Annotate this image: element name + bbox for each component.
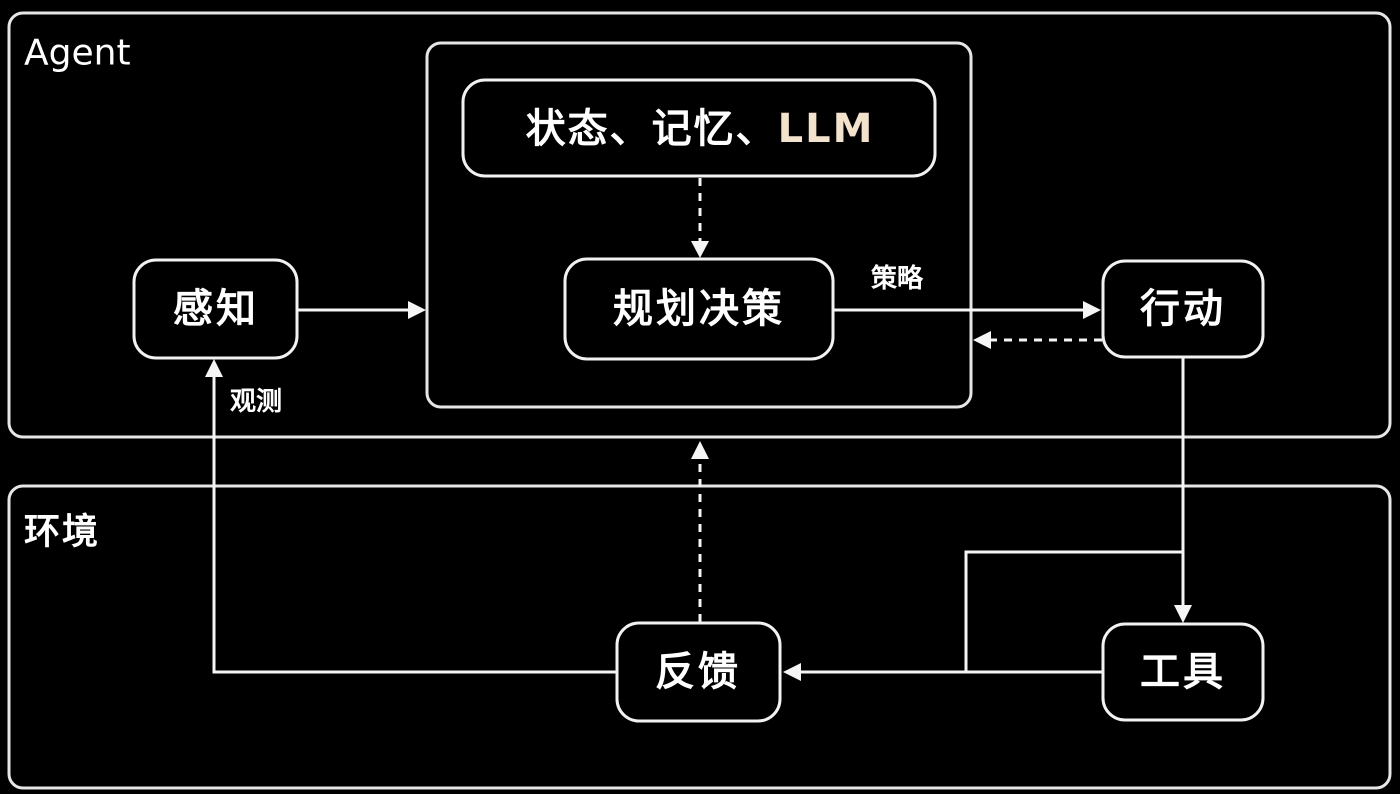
state-memory-label: 状态、记忆、 <box>526 106 778 152</box>
feedback-box <box>615 621 782 723</box>
node-perception: 感知 <box>132 258 299 360</box>
node-planning: 规划决策 <box>563 257 835 361</box>
feedback-label: 反馈 <box>655 649 741 695</box>
node-action: 行动 <box>1101 259 1265 359</box>
node-state-memory-llm: 状态、记忆、LLM <box>461 78 937 178</box>
llm-label: LLM <box>778 106 875 152</box>
strategy-edge-label: 策略 <box>871 263 924 294</box>
node-feedback: 反馈 <box>615 621 782 723</box>
action-box <box>1101 259 1265 359</box>
node-tools: 工具 <box>1101 622 1265 722</box>
agent-region <box>7 11 1392 439</box>
feedback-to-perception-arrowhead <box>205 359 223 377</box>
action-feedback-branch-line <box>964 550 1183 672</box>
agent-region-label: Agent <box>24 33 131 74</box>
state-memory-llm-box <box>461 78 937 178</box>
action-label: 行动 <box>1140 286 1226 332</box>
connectors <box>205 178 1192 681</box>
tools-to-feedback-arrowhead <box>783 663 801 681</box>
perception-to-core-arrowhead <box>408 301 426 319</box>
planning-to-action-arrowhead <box>1083 301 1101 319</box>
planning-label: 规划决策 <box>613 286 785 332</box>
observation-edge-label: 观测 <box>230 387 282 417</box>
feedback-to-perception-line <box>212 376 617 674</box>
core-container <box>425 41 973 409</box>
state-to-planning-arrowhead <box>691 241 709 258</box>
perception-label: 感知 <box>173 286 259 332</box>
state-memory-llm-label: 状态、记忆、LLM <box>526 106 875 152</box>
environment-region-label: 环境 <box>24 512 100 553</box>
feedback-to-core-dashed-arrowhead <box>691 441 709 459</box>
tools-box <box>1101 622 1265 722</box>
action-to-core-dashed-arrowhead <box>973 331 991 349</box>
tools-label: 工具 <box>1140 649 1226 695</box>
planning-box <box>563 257 835 361</box>
perception-box <box>132 258 299 360</box>
action-to-tools-arrowhead <box>1174 605 1192 623</box>
